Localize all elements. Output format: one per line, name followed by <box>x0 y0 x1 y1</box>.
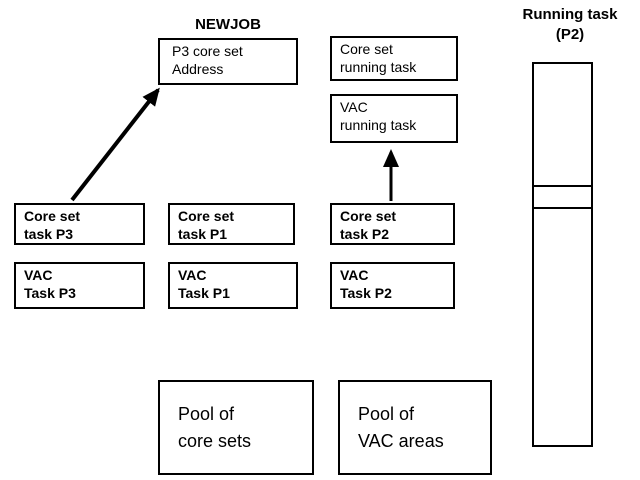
core-set-running-task-box: Core set running task <box>330 36 458 81</box>
core-set-task-p2-line1: Core set <box>340 208 397 224</box>
p3-core-set-address-line2: Address <box>172 61 224 78</box>
vac-task-p2-line2: Task P2 <box>340 285 392 302</box>
pool-of-core-sets-line1: Pool of <box>178 404 235 425</box>
vac-task-p3-box: VAC Task P3 <box>14 262 145 309</box>
vac-task-p3-line2: Task P3 <box>24 285 76 302</box>
core-set-task-p1-line1: Core set <box>178 208 235 224</box>
core-set-task-p2-box: Core set task P2 <box>330 203 455 245</box>
pool-of-core-sets-line2: core sets <box>178 430 252 451</box>
vac-task-p3-line1: VAC <box>24 267 53 283</box>
running-task-heading-line1: Running task <box>522 6 618 23</box>
core-set-task-p2-line2: task P2 <box>340 226 390 243</box>
vac-task-p2-line1: VAC <box>340 267 369 283</box>
pool-of-core-sets-box: Pool of core sets <box>158 380 314 475</box>
p3-core-set-address-line1: P3 core set <box>172 43 243 59</box>
vac-running-task-line1: VAC <box>340 99 368 115</box>
core-set-task-p3-line2: task P3 <box>24 226 74 243</box>
core-set-running-task-line2: running task <box>340 59 417 76</box>
vac-task-p2-box: VAC Task P2 <box>330 262 455 309</box>
core-set-task-p3-line1: Core set <box>24 208 81 224</box>
vac-task-p1-box: VAC Task P1 <box>168 262 298 309</box>
core-set-task-p3-box: Core set task P3 <box>14 203 145 245</box>
running-task-bar-segment <box>534 185 591 209</box>
core-set-task-p1-box: Core set task P1 <box>168 203 295 245</box>
vac-running-task-box: VAC running task <box>330 94 458 143</box>
vac-task-p1-line2: Task P1 <box>178 285 230 302</box>
running-task-bar <box>532 62 593 447</box>
newjob-label: NEWJOB <box>195 16 261 33</box>
pool-of-vac-areas-line1: Pool of <box>358 404 415 425</box>
pool-of-vac-areas-line2: VAC areas <box>358 430 444 451</box>
core-set-task-p1-line2: task P1 <box>178 226 228 243</box>
core-set-running-task-line1: Core set <box>340 41 393 57</box>
vac-running-task-line2: running task <box>340 117 417 134</box>
vac-task-p1-line1: VAC <box>178 267 207 283</box>
p3-core-set-address-box: P3 core set Address <box>158 38 298 85</box>
running-task-heading-line2: (P2) <box>555 26 585 43</box>
arrow-coreset-p3-to-address <box>70 87 160 202</box>
pool-of-vac-areas-box: Pool of VAC areas <box>338 380 492 475</box>
